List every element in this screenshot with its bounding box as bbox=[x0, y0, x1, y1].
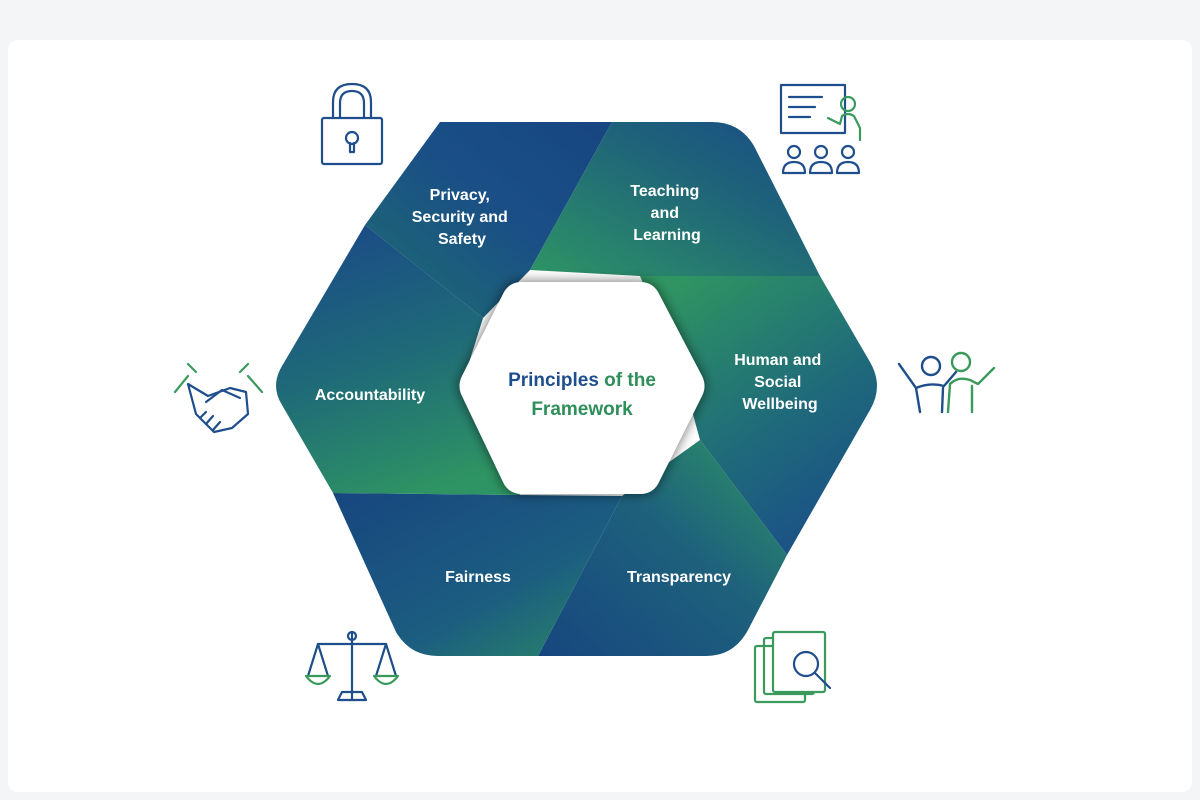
segment-human[interactable] bbox=[640, 276, 877, 555]
label-accountability: Accountability bbox=[315, 387, 425, 404]
center-hexagon bbox=[459, 282, 705, 494]
label-human-line3: Wellbeing bbox=[742, 396, 817, 413]
document-search-icon bbox=[753, 630, 832, 704]
center-title-word-principles: Principles bbox=[508, 370, 599, 391]
label-teaching-line1: Teaching bbox=[630, 183, 699, 200]
label-fairness: Fairness bbox=[445, 569, 511, 586]
people-cheering-icon bbox=[897, 351, 996, 414]
center-title-line2: Framework bbox=[531, 399, 633, 420]
teacher-presentation-icon bbox=[779, 83, 862, 175]
label-privacy-line3: Safety bbox=[438, 231, 486, 248]
segment-privacy[interactable] bbox=[365, 122, 612, 318]
balance-scale-icon bbox=[304, 630, 400, 702]
label-teaching-line3: Learning bbox=[633, 227, 701, 244]
hexagon-segments bbox=[276, 122, 877, 656]
segment-teaching[interactable] bbox=[530, 122, 820, 276]
padlock-icon bbox=[320, 82, 384, 166]
label-transparency: Transparency bbox=[627, 569, 731, 586]
label-privacy-line1: Privacy, bbox=[430, 187, 490, 204]
handshake-icon bbox=[173, 362, 264, 434]
segment-fairness[interactable] bbox=[333, 493, 622, 656]
label-teaching-line2: and bbox=[651, 205, 679, 222]
center-title-word-of-the: of the bbox=[599, 370, 656, 391]
label-human-line1: Human and bbox=[734, 352, 821, 369]
label-privacy-line2: Security and bbox=[412, 209, 508, 226]
center-title-line1: Principles of the bbox=[508, 370, 656, 391]
label-privacy: Privacy, Security and Safety bbox=[412, 187, 512, 248]
segment-accountability[interactable] bbox=[276, 225, 520, 495]
segment-transparency[interactable] bbox=[538, 440, 787, 656]
label-teaching: Teaching and Learning bbox=[630, 183, 704, 244]
label-human: Human and Social Wellbeing bbox=[734, 352, 826, 413]
label-human-line2: Social bbox=[754, 374, 801, 391]
